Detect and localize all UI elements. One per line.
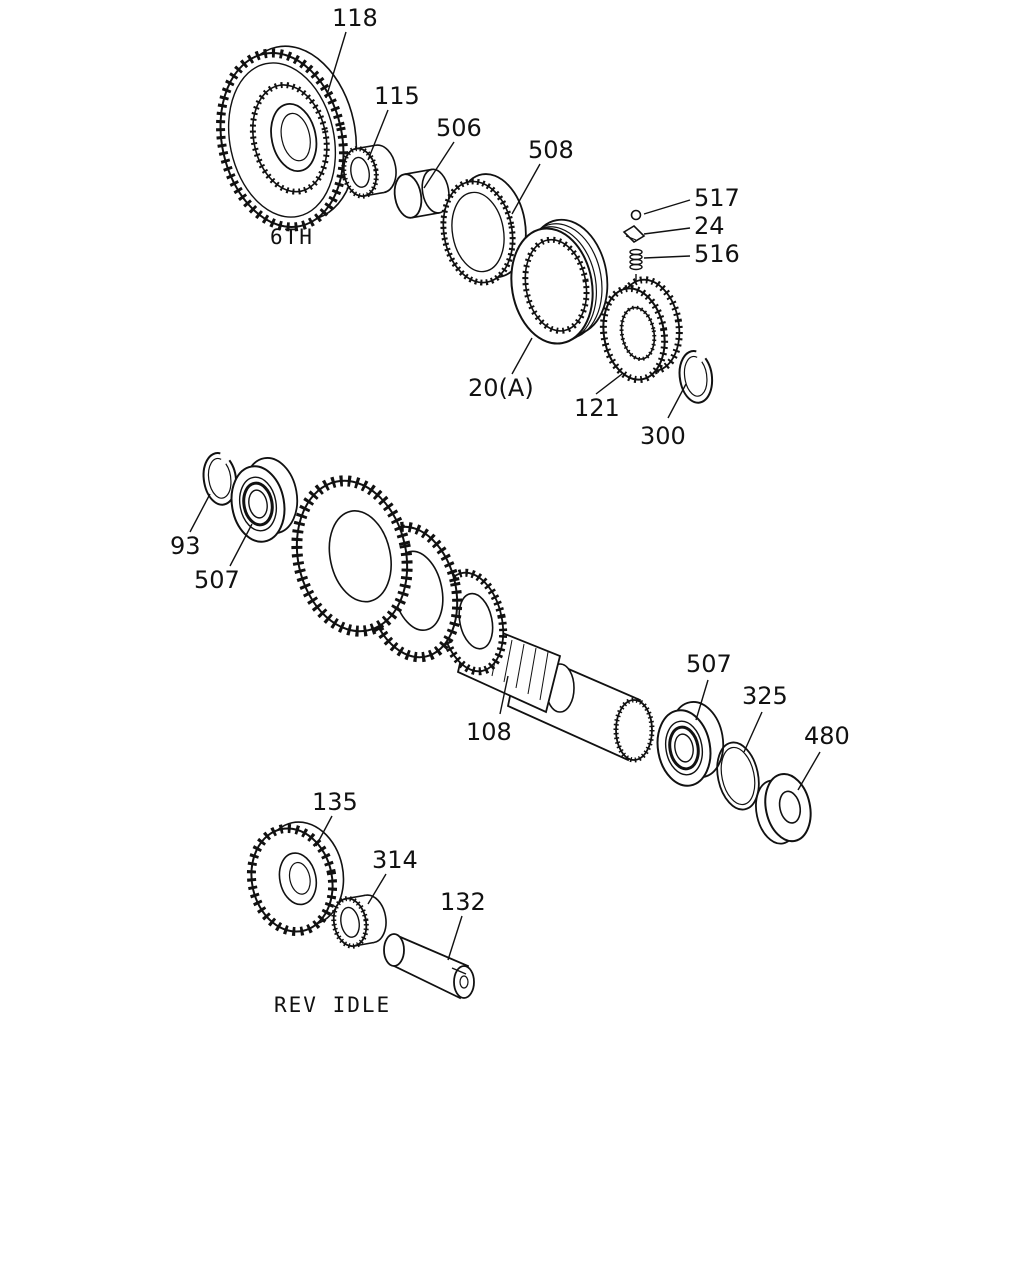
leader-lines xyxy=(189,31,821,961)
main-shaft-group xyxy=(199,449,817,848)
reverse-idle-group: REV IDLE xyxy=(241,814,474,1017)
callout-24: 24 xyxy=(694,212,725,240)
callout-325: 325 xyxy=(742,682,788,710)
callout-135: 135 xyxy=(312,788,358,816)
caption-rev-idle: REV IDLE xyxy=(274,993,391,1017)
sleeve-20a xyxy=(501,213,617,350)
callout-108: 108 xyxy=(466,718,512,746)
callout-314: 314 xyxy=(372,846,418,874)
gear-118 xyxy=(204,35,372,239)
synchro-ring-508 xyxy=(435,169,534,289)
ball-bearing-507-left xyxy=(223,452,306,548)
hub-121 xyxy=(595,275,687,385)
callout-508: 508 xyxy=(528,136,574,164)
callout-507-left: 507 xyxy=(194,566,240,594)
snap-ring-300 xyxy=(675,347,717,406)
washer-325 xyxy=(711,739,764,814)
callout-507-right: 507 xyxy=(686,650,732,678)
callout-300: 300 xyxy=(640,422,686,450)
key-24 xyxy=(624,226,644,242)
callout-121: 121 xyxy=(574,394,620,422)
callout-labels: 118 115 506 508 517 24 516 20(A) 121 300… xyxy=(170,4,850,916)
callout-517: 517 xyxy=(694,184,740,212)
gear-135 xyxy=(241,814,353,939)
counter-shaft-108 xyxy=(283,470,652,760)
ball-517 xyxy=(632,211,641,220)
callout-115: 115 xyxy=(374,82,420,110)
idle-shaft-132 xyxy=(384,934,474,998)
sixth-gear-group: 6TH xyxy=(204,35,717,406)
callout-93: 93 xyxy=(170,532,201,560)
callout-132: 132 xyxy=(440,888,486,916)
callout-118: 118 xyxy=(332,4,378,32)
callout-480: 480 xyxy=(804,722,850,750)
callout-516: 516 xyxy=(694,240,740,268)
callout-20a: 20(A) xyxy=(468,374,534,402)
callout-506: 506 xyxy=(436,114,482,142)
nut-480 xyxy=(750,770,817,848)
caption-6th: 6TH xyxy=(270,225,314,249)
